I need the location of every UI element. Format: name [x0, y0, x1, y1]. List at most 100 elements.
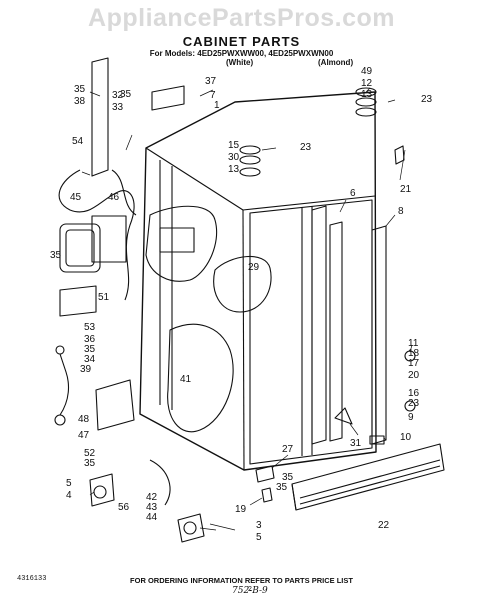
callout-19: 19: [235, 504, 247, 515]
part-15: [239, 145, 261, 155]
callout-13: 13: [228, 164, 240, 175]
callout-22: 22: [378, 520, 390, 531]
callout-30: 30: [228, 152, 240, 163]
callout-23: 23: [300, 142, 312, 153]
callout-31: 31: [350, 438, 362, 449]
liner-opening-29: [213, 255, 272, 313]
callout-13: 13: [361, 89, 373, 100]
cabinet-mullion: [301, 206, 313, 456]
part-13-mid: [239, 167, 261, 177]
callout-23: 23: [408, 398, 420, 409]
callout-35: 35: [276, 482, 288, 493]
callout-47: 47: [78, 430, 90, 441]
model-numbers: For Models: 4ED25PWXWW00, 4ED25PWXWN00: [149, 49, 334, 58]
callout-35: 35: [84, 458, 96, 469]
callout-6: 6: [350, 188, 356, 199]
part-34: [55, 345, 65, 355]
callout-49: 49: [361, 66, 373, 77]
callout-52: 52: [84, 448, 96, 459]
trim-strip-left: [91, 57, 109, 177]
callout-32: 32: [112, 90, 124, 101]
callout-42: 42: [146, 492, 158, 503]
callout-37: 37: [205, 76, 217, 87]
callout-11: 11: [408, 338, 419, 349]
callout-35: 35: [282, 472, 294, 483]
callout-5: 5: [66, 478, 72, 489]
callout-18: 18: [408, 348, 420, 359]
callout-4: 4: [66, 490, 72, 501]
trim-strip-8-outer: [371, 225, 387, 445]
page-number: 2: [248, 586, 252, 593]
callout-54: 54: [72, 136, 84, 147]
part-10: [369, 435, 385, 445]
ordering-note: FOR ORDERING INFORMATION REFER TO PARTS …: [130, 576, 353, 585]
cabinet-inner-left: [159, 160, 173, 410]
part-19: [261, 487, 273, 503]
callout-27: 27: [282, 444, 294, 455]
callout-20: 20: [408, 370, 420, 381]
cabinet-top-edge: [145, 147, 376, 211]
callout-36: 36: [84, 334, 96, 345]
callout-46: 46: [108, 192, 120, 203]
callout-35: 35: [50, 250, 62, 261]
handwritten-note: 752-B-9: [232, 586, 268, 596]
callout-15: 15: [228, 140, 240, 151]
callout-34: 34: [84, 354, 96, 365]
part-39-plug: [54, 414, 66, 426]
part-31: [334, 407, 353, 425]
callout-12: 12: [361, 78, 373, 89]
callout-1: 1: [214, 100, 220, 111]
callout-35: 35: [84, 344, 96, 355]
bracket-48: [95, 379, 135, 431]
callout-29: 29: [248, 262, 260, 273]
roller-bottom: [177, 513, 205, 543]
callout-17: 17: [408, 358, 420, 369]
callout-33: 33: [112, 102, 124, 113]
panel-51: [59, 285, 97, 317]
callout-56: 56: [118, 502, 130, 513]
part-49: [355, 87, 377, 97]
cabinet-front-edge: [242, 209, 245, 471]
part-27: [255, 465, 275, 483]
variant-almond: (Almond): [318, 58, 354, 67]
part-16: [404, 400, 416, 412]
panel-46: [91, 215, 127, 263]
callout-10: 10: [400, 432, 412, 443]
part-13: [355, 107, 377, 117]
cabinet-body: [139, 91, 377, 471]
trim-strip-8-inner: [329, 221, 343, 442]
part-21: [394, 145, 405, 165]
callout-5: 5: [256, 532, 262, 543]
trim-strip-6: [311, 205, 327, 445]
callout-53: 53: [84, 322, 96, 333]
cabinet-opening: [249, 199, 373, 465]
callout-43: 43: [146, 502, 158, 513]
tube-42: [149, 459, 171, 506]
callout-35: 35: [120, 89, 132, 100]
callout-16: 16: [408, 388, 420, 399]
callout-8: 8: [398, 206, 404, 217]
callout-23: 23: [421, 94, 433, 105]
heater-coil: [59, 223, 101, 273]
wire-harness: [58, 169, 135, 301]
callout-7: 7: [210, 90, 216, 101]
diagram-title: CABINET PARTS: [182, 34, 301, 49]
callout-45: 45: [70, 192, 82, 203]
document-number: 4316133: [17, 575, 47, 583]
callout-48: 48: [78, 414, 90, 425]
watermark: AppliancePartsPros.com: [88, 4, 395, 32]
variant-white: (White): [226, 58, 254, 67]
callout-38: 38: [74, 96, 86, 107]
callout-9: 9: [408, 412, 414, 423]
callout-51: 51: [98, 292, 110, 303]
callout-39: 39: [80, 364, 92, 375]
control-housing: [145, 205, 218, 282]
control-panel-window: [159, 227, 195, 253]
roller-bracket: [89, 473, 115, 507]
part-30: [239, 155, 261, 165]
callout-3: 3: [256, 520, 262, 531]
part-12: [355, 97, 377, 107]
callout-21: 21: [400, 184, 412, 195]
